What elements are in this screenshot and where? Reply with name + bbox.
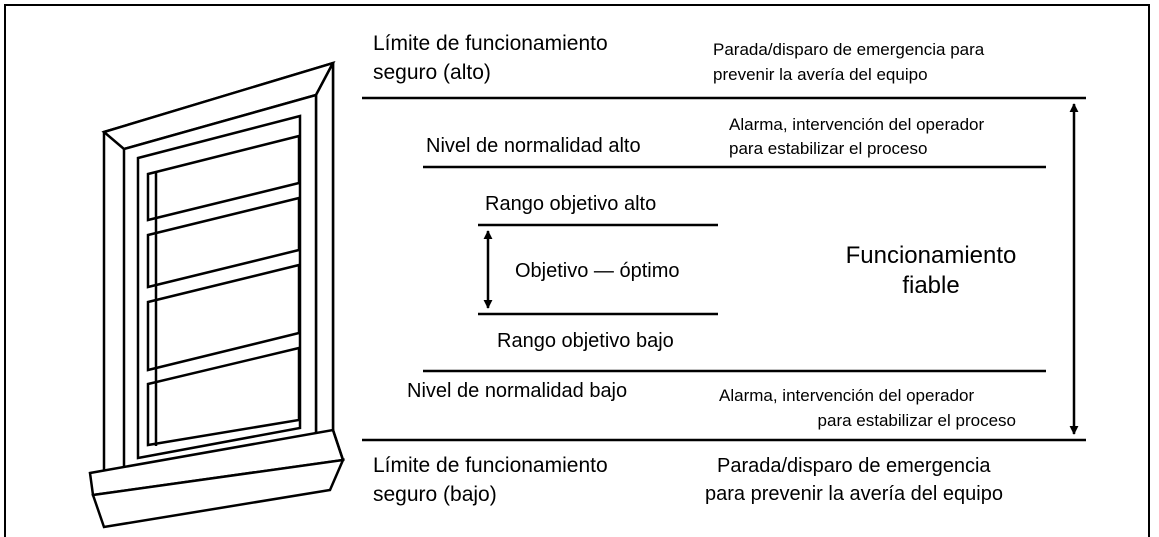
reliable-operation-label-2: fiable: [902, 272, 959, 299]
normal-low-label: Nivel de normalidad bajo: [407, 380, 627, 402]
normal-low-action-1: Alarma, intervención del operador: [719, 386, 974, 405]
reliable-operation-label-1: Funcionamiento: [846, 242, 1017, 269]
safe-limit-high-action-2: prevenir la avería del equipo: [713, 65, 928, 84]
target-low-label: Rango objetivo bajo: [497, 330, 674, 352]
safe-limit-high-label-1: Límite de funcionamiento: [373, 32, 608, 55]
normal-high-action-1: Alarma, intervención del operador: [729, 115, 984, 134]
normal-low-action-2: para estabilizar el proceso: [818, 411, 1016, 430]
safe-limit-high-label-2: seguro (alto): [373, 61, 491, 84]
safe-limit-low-action-2: para prevenir la avería del equipo: [705, 483, 1003, 505]
normal-high-label: Nivel de normalidad alto: [426, 135, 641, 157]
target-high-label: Rango objetivo alto: [485, 193, 656, 215]
target-optimal-label: Objetivo — óptimo: [515, 260, 680, 282]
safe-limit-low-action-1: Parada/disparo de emergencia: [717, 455, 991, 477]
safe-limit-low-label-1: Límite de funcionamiento: [373, 454, 608, 477]
safe-limit-high-action-1: Parada/disparo de emergencia para: [713, 40, 985, 59]
diagram-frame: [4, 4, 1150, 537]
normal-high-action-2: para estabilizar el proceso: [729, 139, 927, 158]
safe-limit-low-label-2: seguro (bajo): [373, 483, 497, 506]
window-illustration-icon: [88, 60, 346, 529]
